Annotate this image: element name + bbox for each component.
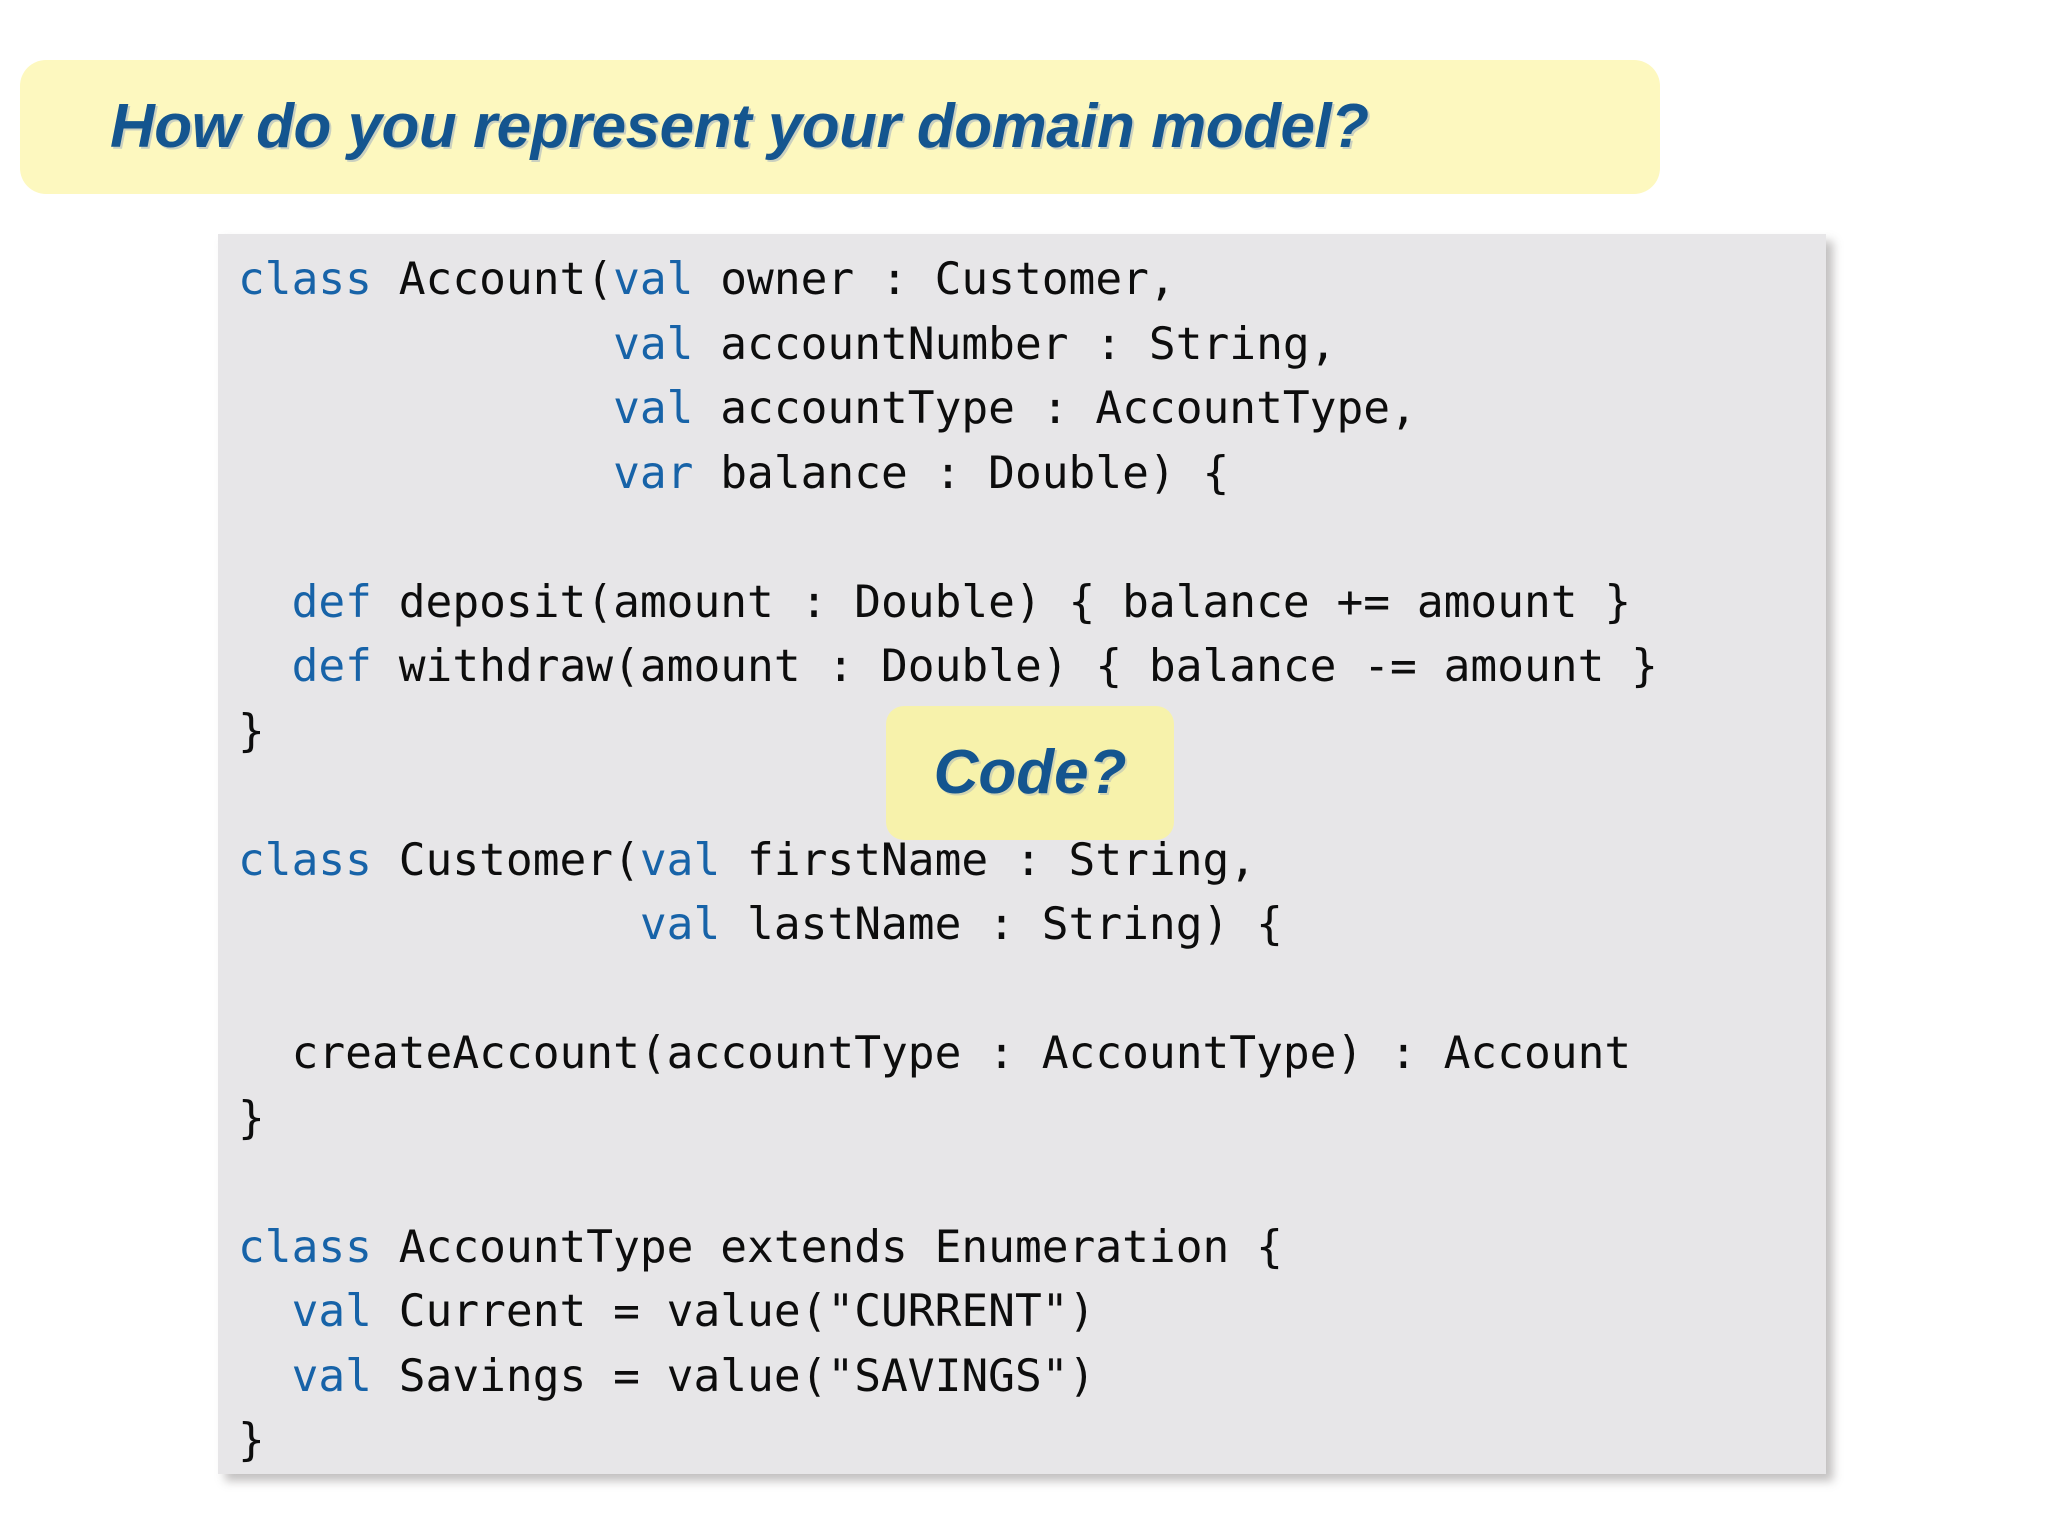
code-panel bbox=[218, 234, 1826, 1474]
code-callout-badge bbox=[886, 706, 1174, 840]
code-callout-label: Code? bbox=[933, 738, 1127, 807]
page-title: How do you represent your domain model? bbox=[110, 92, 1369, 161]
title-banner bbox=[20, 60, 1660, 194]
code-block: class Account(val owner : Customer, val … bbox=[238, 254, 1658, 1466]
